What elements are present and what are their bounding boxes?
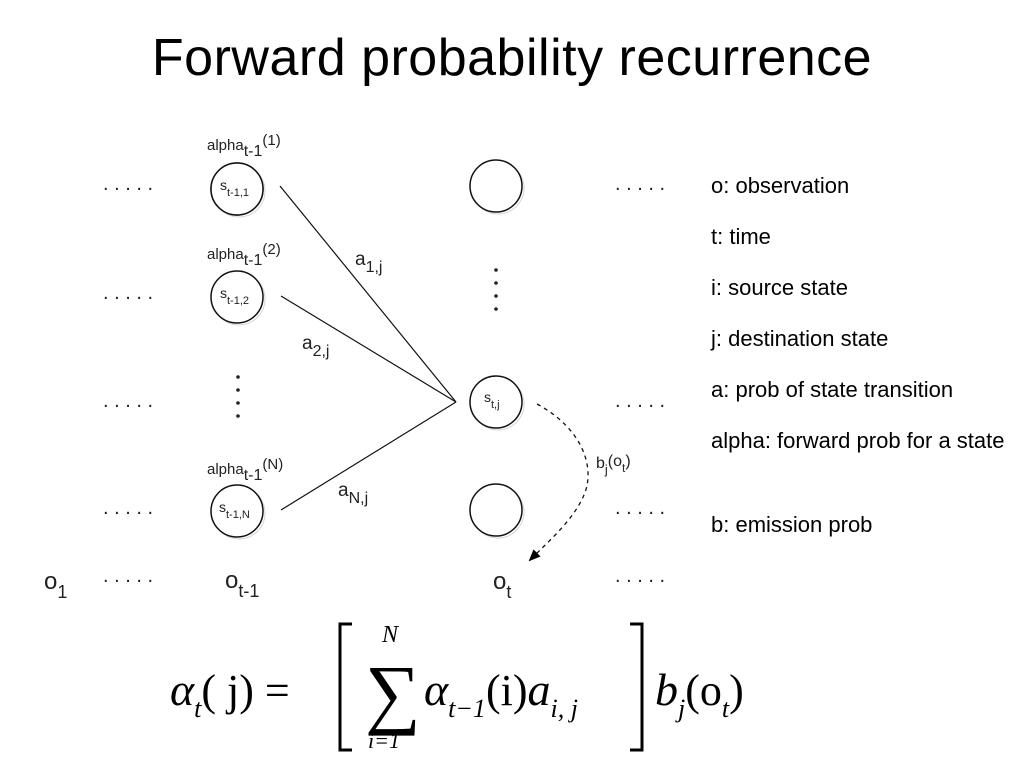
sum-lower-limit: i=1 — [368, 728, 400, 753]
legend-item-source-state: i: source state — [711, 275, 848, 300]
ellipsis-right-4: . . . . . — [615, 565, 665, 587]
legend-item-emission: b: emission prob — [711, 512, 873, 537]
ellipsis-left-4: . . . . . — [103, 497, 153, 519]
transition-edge-N — [280, 401, 457, 511]
ellipsis-left-2: . . . . . — [103, 282, 153, 304]
state-subscript: t-1,N — [226, 509, 250, 521]
ellipsis-right-1: . . . . . — [615, 173, 665, 195]
legend-item-alpha: alpha: forward prob for a state — [711, 428, 1005, 453]
formula-emission-argument-open: (o — [685, 666, 722, 715]
state-node-t-1-2: st-1,2 — [210, 270, 266, 326]
state-node-t-top — [469, 159, 525, 215]
observation-label-t: ot — [493, 568, 511, 602]
svg-text:αt( j) =: αt( j) = — [170, 664, 290, 723]
state-label: s — [220, 177, 227, 193]
slide-title: Forward probability recurrence — [151, 29, 873, 87]
formula-lhs-argument: ( j) = — [201, 666, 289, 715]
alpha-label-N: alphat-1(N) — [207, 456, 283, 484]
legend-item-destination-state: j: destination state — [711, 326, 889, 351]
formula-emission-argument-close: ) — [729, 666, 744, 715]
legend-item-observation: o: observation — [711, 173, 850, 198]
legend-item-transition: a: prob of state transition — [711, 377, 954, 402]
ellipsis-left-3: . . . . . — [103, 390, 153, 412]
transition-edge-1 — [279, 185, 457, 403]
formula-emission-subscript: j — [675, 694, 685, 723]
formula-alpha-subscript: t — [194, 694, 202, 723]
svg-text:st-1,1: st-1,1 — [220, 177, 249, 199]
svg-text:bj(ot): bj(ot) — [655, 664, 744, 723]
svg-text:st,j: st,j — [484, 389, 500, 411]
state-node-t-bottom — [469, 483, 525, 539]
state-node-t-j: st,j — [469, 375, 525, 431]
formula-emission: b — [655, 664, 678, 715]
vertical-ellipsis-middle — [494, 268, 498, 311]
state-subscript: t-1,2 — [227, 295, 249, 307]
formula-transition-subscript: i, j — [550, 694, 577, 723]
svg-text:αt−1(i)ai, j: αt−1(i)ai, j — [424, 664, 578, 723]
formula-transition: a — [527, 664, 550, 715]
legend-item-time: t: time — [711, 224, 771, 249]
formula-emission-argument-subscript: t — [722, 694, 730, 723]
state-label: s — [219, 499, 226, 515]
state-subscript: t-1,1 — [227, 187, 249, 199]
sum-symbol: ∑ — [365, 649, 421, 736]
state-subscript: t,j — [491, 399, 500, 411]
vertical-ellipsis-left — [236, 375, 240, 418]
svg-text:st-1,N: st-1,N — [219, 499, 250, 521]
transition-label-2: a2,j — [302, 333, 329, 360]
alpha-label-2: alphat-1(2) — [207, 241, 281, 269]
transition-edge-2 — [280, 295, 457, 403]
formula-inner-argument: (i) — [486, 666, 528, 715]
transition-label-1: a1,j — [355, 249, 382, 276]
forward-recurrence-formula: αt( j) = N ∑ i=1 αt−1(i)ai, j bj(ot) — [170, 622, 744, 753]
formula-inner-alpha-subscript: t−1 — [448, 694, 486, 723]
state-label: s — [220, 285, 227, 301]
alpha-label-1: alphat-1(1) — [207, 132, 281, 160]
state-node-t-1-1: st-1,1 — [210, 162, 266, 218]
ellipsis-left-1: . . . . . — [103, 173, 153, 195]
sum-upper-limit: N — [381, 622, 400, 648]
ellipsis-right-3: . . . . . — [615, 497, 665, 519]
emission-arrow — [528, 403, 589, 562]
emission-label: bj(ot) — [596, 453, 631, 477]
observation-label-1: o1 — [44, 568, 67, 602]
observation-label-t-1: ot-1 — [225, 567, 259, 601]
ellipsis-right-2: . . . . . — [615, 390, 665, 412]
ellipsis-left-5: . . . . . — [103, 565, 153, 587]
svg-text:st-1,2: st-1,2 — [220, 285, 249, 307]
state-label: s — [484, 389, 491, 405]
transition-label-N: aN,j — [338, 480, 368, 507]
state-node-t-1-N: st-1,N — [210, 484, 266, 540]
formula-inner-alpha: α — [424, 664, 449, 715]
formula-alpha: α — [170, 664, 195, 715]
